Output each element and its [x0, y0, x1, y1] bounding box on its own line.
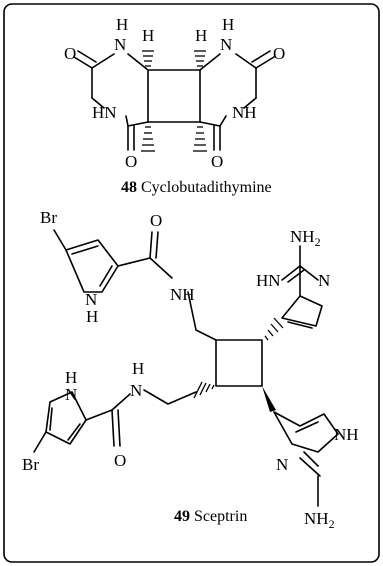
double-bond: [295, 421, 319, 433]
atom-label: HN: [256, 271, 281, 290]
bond: [199, 53, 221, 71]
carbonyl-bond: [73, 56, 93, 69]
atom-label: H: [65, 368, 77, 387]
double-bond: [67, 423, 81, 441]
double-bond: [287, 269, 305, 283]
compound-name: Cyclobutadithymine: [141, 179, 272, 196]
atom-label: O: [125, 152, 137, 171]
bond: [91, 97, 105, 109]
imidazole-ring-top: [281, 295, 323, 327]
cyclobutane-ring-49: [215, 339, 263, 387]
compound-number: 48: [121, 179, 137, 196]
atom-label: H: [195, 26, 207, 45]
bond-to-br: [53, 229, 67, 251]
structure-49-sceptrin: Br O N H NH NH2 HN N H N H N O Br N NH N…: [22, 208, 359, 531]
atom-label: H: [116, 15, 128, 34]
hashed-bond-h-right: [194, 50, 206, 67]
atom-subscript: 2: [315, 235, 321, 249]
bond: [85, 409, 113, 421]
carbonyl-bond: [251, 50, 271, 63]
atom-label: N: [220, 35, 232, 54]
bond: [111, 393, 131, 411]
atom-label: HN: [92, 103, 117, 122]
bond: [281, 265, 301, 281]
atom-label: Br: [22, 455, 39, 474]
double-bond: [71, 245, 99, 255]
imidazole-ring-bottom: [273, 411, 339, 453]
atom-label: N: [85, 290, 97, 309]
nh2-label: NH2: [304, 509, 335, 531]
double-bond: [299, 457, 321, 477]
bond: [91, 53, 115, 69]
carbonyl-bond: [77, 50, 97, 63]
carbonyl-bond: [155, 231, 159, 259]
figure-frame: [3, 3, 380, 563]
hashed-bond-ch2-bottom: [193, 381, 215, 399]
bond: [127, 53, 149, 71]
carbonyl-bond: [149, 231, 153, 259]
atom-label: O: [273, 44, 285, 63]
compound-number: 49: [174, 508, 190, 525]
bond: [149, 257, 173, 279]
atom-label: H: [86, 307, 98, 326]
bond: [243, 97, 257, 109]
atom-label: Br: [40, 208, 57, 227]
double-bond: [99, 265, 113, 287]
carbonyl-bond: [117, 409, 121, 447]
double-bond: [49, 407, 53, 431]
atom-label: NH: [290, 227, 315, 246]
atom-label: O: [114, 451, 126, 470]
bond: [117, 257, 151, 267]
atom-label: H: [142, 26, 154, 45]
hashed-bond-h-left: [142, 50, 154, 67]
hashed-bond-methyl-right: [193, 126, 207, 152]
bond: [127, 121, 149, 127]
bond-to-br: [33, 431, 47, 453]
atom-label: N: [130, 381, 142, 400]
bond: [235, 53, 257, 69]
hashed-bond-imidazole-top: [264, 317, 284, 341]
bond: [299, 265, 319, 281]
bond-ch2: [187, 291, 217, 341]
atom-label: H: [222, 15, 234, 34]
bond: [219, 115, 227, 127]
cyclobutane-ring-48: [147, 69, 201, 123]
double-bond: [287, 321, 313, 329]
atom-subscript: 2: [329, 517, 335, 531]
atom-label: NH: [170, 285, 195, 304]
carbonyl-bond: [255, 56, 275, 69]
atom-label: NH: [304, 509, 329, 528]
atom-label: N: [318, 271, 330, 290]
pyrrole-ring-bottom: [45, 391, 87, 445]
atom-label: N: [114, 35, 126, 54]
wedge-bond-imidazole-bottom: [262, 386, 276, 412]
atom-label: O: [150, 211, 162, 230]
pyrrole-ring-top: [65, 239, 119, 293]
compound-name: Sceptrin: [194, 508, 247, 525]
atom-label: O: [64, 44, 76, 63]
carbonyl-bond: [111, 409, 115, 447]
atom-label: N: [276, 455, 288, 474]
atom-label: NH: [232, 103, 257, 122]
hashed-bond-methyl-left: [141, 126, 155, 152]
bond: [199, 121, 221, 127]
bond-ch2-nh: [143, 389, 197, 405]
bond: [303, 451, 319, 467]
nh2-label: NH2: [290, 227, 321, 249]
bond: [125, 115, 129, 127]
atom-label: O: [211, 152, 223, 171]
atom-label: N: [65, 385, 77, 404]
atom-label: H: [132, 359, 144, 378]
atom-label: NH: [334, 425, 359, 444]
